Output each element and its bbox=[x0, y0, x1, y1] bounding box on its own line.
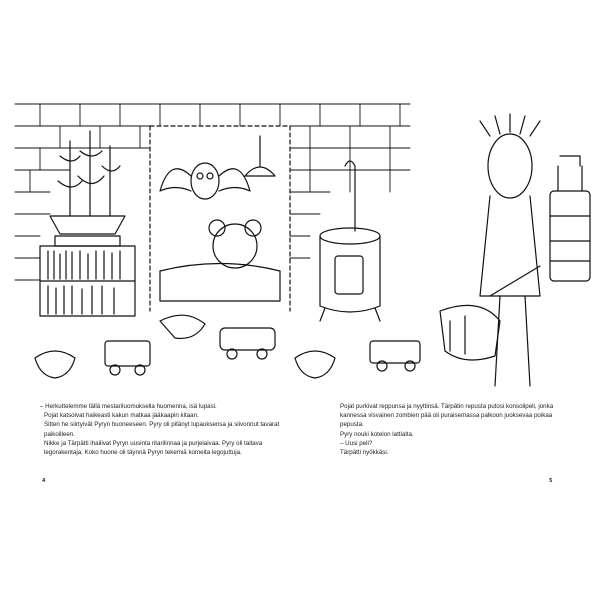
left-paragraph: Nikke ja Tärpätti ihailivat Pyryn uusint… bbox=[44, 439, 263, 457]
doorway bbox=[149, 125, 291, 312]
bookshelf bbox=[39, 245, 136, 317]
page-number-left: 4 bbox=[42, 478, 46, 484]
backpack bbox=[439, 265, 541, 361]
left-paragraph: Pojat katsoivat haikeasti kakun matkaa j… bbox=[44, 412, 199, 420]
toy-cars bbox=[104, 327, 421, 376]
right-paragraph: Pyry nouki kotelon lattialta. bbox=[340, 430, 414, 438]
right-page-text: Pojat purkivat reppunsa ja nyyttinsä. Tä… bbox=[336, 402, 568, 457]
bat bbox=[159, 162, 251, 200]
right-paragraph: – Uusi peli? bbox=[340, 439, 373, 447]
pillows bbox=[34, 314, 336, 379]
page-number-right: 5 bbox=[549, 478, 553, 484]
teddy-bear bbox=[159, 219, 281, 302]
brick-wall bbox=[14, 103, 411, 281]
right-paragraph: Pojat purkivat reppunsa ja nyyttinsä. Tä… bbox=[340, 403, 554, 429]
room-illustration bbox=[14, 103, 591, 387]
left-paragraph: Sitten he siirtyivät Pyryn huoneeseen. P… bbox=[44, 421, 280, 438]
left-paragraph: – Herkuttelemme tällä mestariluomuksella… bbox=[40, 403, 217, 410]
wood-stove bbox=[319, 160, 381, 322]
boy-with-cake bbox=[479, 113, 591, 387]
right-paragraph: Tärpätti nyökkäsi. bbox=[340, 449, 389, 457]
left-page-text: – Herkuttelemme tällä mestariluomuksella… bbox=[40, 402, 290, 457]
